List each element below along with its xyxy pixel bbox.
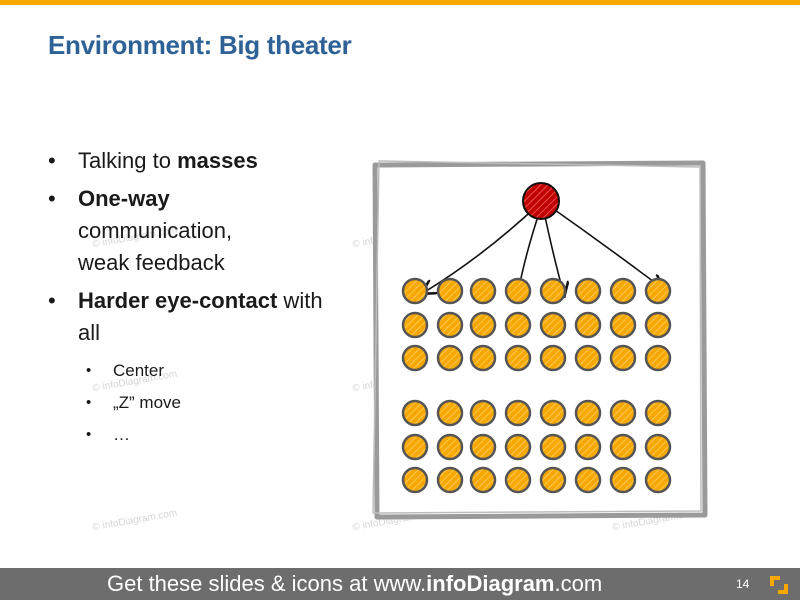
audience-seat-icon bbox=[644, 466, 672, 494]
stage-frame-sketch bbox=[372, 160, 702, 514]
bullet-text: all bbox=[78, 320, 101, 345]
bullet-text: weak feedback bbox=[78, 250, 225, 275]
audience-seats bbox=[401, 277, 672, 494]
audience-seat-icon bbox=[609, 344, 637, 372]
audience-seat-icon bbox=[504, 466, 532, 494]
bullet-text: with bbox=[277, 288, 323, 313]
audience-seat-icon bbox=[574, 344, 602, 372]
audience-seat-icon bbox=[609, 311, 637, 339]
bullet-dot: • bbox=[48, 186, 56, 211]
audience-seat-icon bbox=[539, 466, 567, 494]
theater-diagram bbox=[372, 160, 708, 520]
audience-seat-icon bbox=[539, 311, 567, 339]
audience-seat-icon bbox=[469, 399, 497, 427]
bullet-text: Talking to bbox=[78, 148, 178, 173]
audience-seat-icon bbox=[539, 277, 567, 305]
audience-seat-icon bbox=[539, 344, 567, 372]
bullet-bold-text: One-way bbox=[78, 186, 170, 211]
audience-seat-icon bbox=[436, 466, 464, 494]
top-accent-bar bbox=[0, 0, 800, 5]
audience-seat-icon bbox=[469, 433, 497, 461]
audience-seat-icon bbox=[504, 344, 532, 372]
audience-seat-icon bbox=[436, 433, 464, 461]
audience-seat-icon bbox=[539, 399, 567, 427]
audience-seat-icon bbox=[574, 433, 602, 461]
audience-seat-icon bbox=[436, 344, 464, 372]
audience-seat-icon bbox=[609, 277, 637, 305]
audience-seat-icon bbox=[504, 433, 532, 461]
audience-seat-icon bbox=[401, 466, 429, 494]
audience-seat-icon bbox=[401, 344, 429, 372]
watermark: © infoDiagram.com bbox=[91, 507, 179, 534]
audience-seat-icon bbox=[574, 399, 602, 427]
speaker-icon bbox=[522, 182, 560, 220]
audience-seat-icon bbox=[609, 433, 637, 461]
stage-frame bbox=[372, 160, 708, 520]
audience-seat-icon bbox=[436, 277, 464, 305]
bullet-item: • One-way communication, weak feedback bbox=[48, 183, 368, 279]
audience-seat-icon bbox=[401, 311, 429, 339]
bullet-text: communication, bbox=[78, 218, 233, 243]
audience-seat-icon bbox=[469, 311, 497, 339]
audience-seat-icon bbox=[644, 433, 672, 461]
audience-seat-icon bbox=[469, 466, 497, 494]
audience-seat-icon bbox=[574, 311, 602, 339]
audience-seat-icon bbox=[539, 433, 567, 461]
audience-seat-icon bbox=[609, 466, 637, 494]
page-number: 14 bbox=[736, 577, 750, 591]
audience-seat-icon bbox=[504, 399, 532, 427]
audience-seat-icon bbox=[644, 344, 672, 372]
sub-bullet-text: … bbox=[113, 425, 130, 444]
bullet-bold-text: Harder eye-contact bbox=[78, 288, 278, 313]
brand-logo-icon bbox=[770, 576, 788, 594]
audience-seat-icon bbox=[574, 466, 602, 494]
audience-seat-icon bbox=[401, 277, 429, 305]
slide-title: Environment: Big theater bbox=[48, 30, 352, 60]
audience-seat-icon bbox=[644, 399, 672, 427]
sub-bullet-item: • … bbox=[48, 419, 368, 451]
arrow bbox=[544, 202, 662, 288]
audience-seat-icon bbox=[504, 311, 532, 339]
bullet-dot: • bbox=[86, 394, 92, 411]
bullet-dot: • bbox=[86, 362, 92, 379]
audience-seat-icon bbox=[401, 399, 429, 427]
bullet-dot: • bbox=[48, 148, 56, 173]
sub-bullet-text: Center bbox=[113, 361, 165, 380]
audience-seat-icon bbox=[436, 311, 464, 339]
audience-seat-icon bbox=[574, 277, 602, 305]
audience-seat-icon bbox=[469, 277, 497, 305]
footer-link-text[interactable]: Get these slides & icons at www.infoDiag… bbox=[107, 571, 603, 596]
bullet-bold-text: masses bbox=[177, 148, 258, 173]
audience-seat-icon bbox=[436, 399, 464, 427]
sub-bullet-text: „Z” move bbox=[113, 393, 181, 412]
bullet-item: • Talking to masses bbox=[48, 145, 368, 177]
bullet-item: • Harder eye-contact with all bbox=[48, 285, 368, 349]
bullet-dot: • bbox=[86, 426, 92, 443]
arrow bbox=[423, 202, 541, 293]
bullet-dot: • bbox=[48, 288, 56, 313]
audience-seat-icon bbox=[401, 433, 429, 461]
audience-seat-icon bbox=[644, 277, 672, 305]
audience-seat-icon bbox=[609, 399, 637, 427]
bullet-list: • Talking to masses • One-way communicat… bbox=[48, 145, 368, 451]
audience-seat-icon bbox=[504, 277, 532, 305]
audience-seat-icon bbox=[644, 311, 672, 339]
audience-seat-icon bbox=[469, 344, 497, 372]
sub-bullet-item: • Center bbox=[48, 355, 368, 387]
footer-bar: Get these slides & icons at www.infoDiag… bbox=[0, 568, 800, 600]
sub-bullet-item: • „Z” move bbox=[48, 387, 368, 419]
